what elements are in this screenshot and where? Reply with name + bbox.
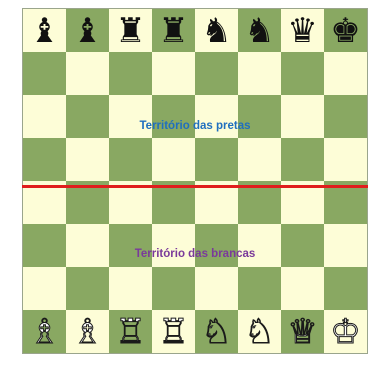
square-a8[interactable]: ♝	[23, 9, 66, 52]
square-a7[interactable]	[23, 52, 66, 95]
square-e1[interactable]: ♘	[195, 310, 238, 353]
territory-divider-line	[22, 185, 368, 188]
square-g3[interactable]	[281, 224, 324, 267]
square-c7[interactable]	[109, 52, 152, 95]
square-c3[interactable]	[109, 224, 152, 267]
square-g8[interactable]: ♛	[281, 9, 324, 52]
square-b8[interactable]: ♝	[66, 9, 109, 52]
square-c1[interactable]: ♖	[109, 310, 152, 353]
square-c8[interactable]: ♜	[109, 9, 152, 52]
square-f3[interactable]	[238, 224, 281, 267]
white-knight-icon[interactable]: ♘	[201, 315, 231, 349]
white-rook-icon[interactable]: ♖	[158, 315, 188, 349]
square-h3[interactable]	[324, 224, 367, 267]
square-c5[interactable]	[109, 138, 152, 181]
square-f7[interactable]	[238, 52, 281, 95]
white-rook-icon[interactable]: ♖	[115, 315, 145, 349]
square-b2[interactable]	[66, 267, 109, 310]
square-g7[interactable]	[281, 52, 324, 95]
square-d5[interactable]	[152, 138, 195, 181]
square-f1[interactable]: ♘	[238, 310, 281, 353]
black-queen-icon[interactable]: ♛	[287, 14, 317, 48]
black-territory-label: Território das pretas	[22, 120, 368, 132]
square-f8[interactable]: ♞	[238, 9, 281, 52]
white-knight-icon[interactable]: ♘	[244, 315, 274, 349]
square-h7[interactable]	[324, 52, 367, 95]
white-bishop-icon[interactable]: ♗	[29, 315, 59, 349]
square-d3[interactable]	[152, 224, 195, 267]
square-c2[interactable]	[109, 267, 152, 310]
square-d7[interactable]	[152, 52, 195, 95]
black-king-icon[interactable]: ♚	[330, 14, 360, 48]
square-f2[interactable]	[238, 267, 281, 310]
square-e8[interactable]: ♞	[195, 9, 238, 52]
white-territory-label: Território das brancas	[22, 248, 368, 260]
square-a1[interactable]: ♗	[23, 310, 66, 353]
square-a5[interactable]	[23, 138, 66, 181]
white-queen-icon[interactable]: ♕	[287, 315, 317, 349]
square-a2[interactable]	[23, 267, 66, 310]
square-b1[interactable]: ♗	[66, 310, 109, 353]
black-bishop-icon[interactable]: ♝	[29, 14, 59, 48]
square-d2[interactable]	[152, 267, 195, 310]
square-e3[interactable]	[195, 224, 238, 267]
square-d1[interactable]: ♖	[152, 310, 195, 353]
square-g5[interactable]	[281, 138, 324, 181]
square-d8[interactable]: ♜	[152, 9, 195, 52]
black-knight-icon[interactable]: ♞	[201, 14, 231, 48]
black-rook-icon[interactable]: ♜	[158, 14, 188, 48]
square-h5[interactable]	[324, 138, 367, 181]
black-rook-icon[interactable]: ♜	[115, 14, 145, 48]
square-h2[interactable]	[324, 267, 367, 310]
black-bishop-icon[interactable]: ♝	[72, 14, 102, 48]
square-b3[interactable]	[66, 224, 109, 267]
square-f5[interactable]	[238, 138, 281, 181]
chess-board: ♝ ♝ ♜ ♜ ♞ ♞ ♛ ♚ ♗ ♗ ♖ ♖ ♘ ♘ ♕ ♔	[22, 8, 368, 354]
square-b7[interactable]	[66, 52, 109, 95]
square-g2[interactable]	[281, 267, 324, 310]
square-h8[interactable]: ♚	[324, 9, 367, 52]
square-e2[interactable]	[195, 267, 238, 310]
white-king-icon[interactable]: ♔	[330, 315, 360, 349]
square-e7[interactable]	[195, 52, 238, 95]
square-g1[interactable]: ♕	[281, 310, 324, 353]
square-h1[interactable]: ♔	[324, 310, 367, 353]
square-b5[interactable]	[66, 138, 109, 181]
square-e5[interactable]	[195, 138, 238, 181]
white-bishop-icon[interactable]: ♗	[72, 315, 102, 349]
black-knight-icon[interactable]: ♞	[244, 14, 274, 48]
square-a3[interactable]	[23, 224, 66, 267]
